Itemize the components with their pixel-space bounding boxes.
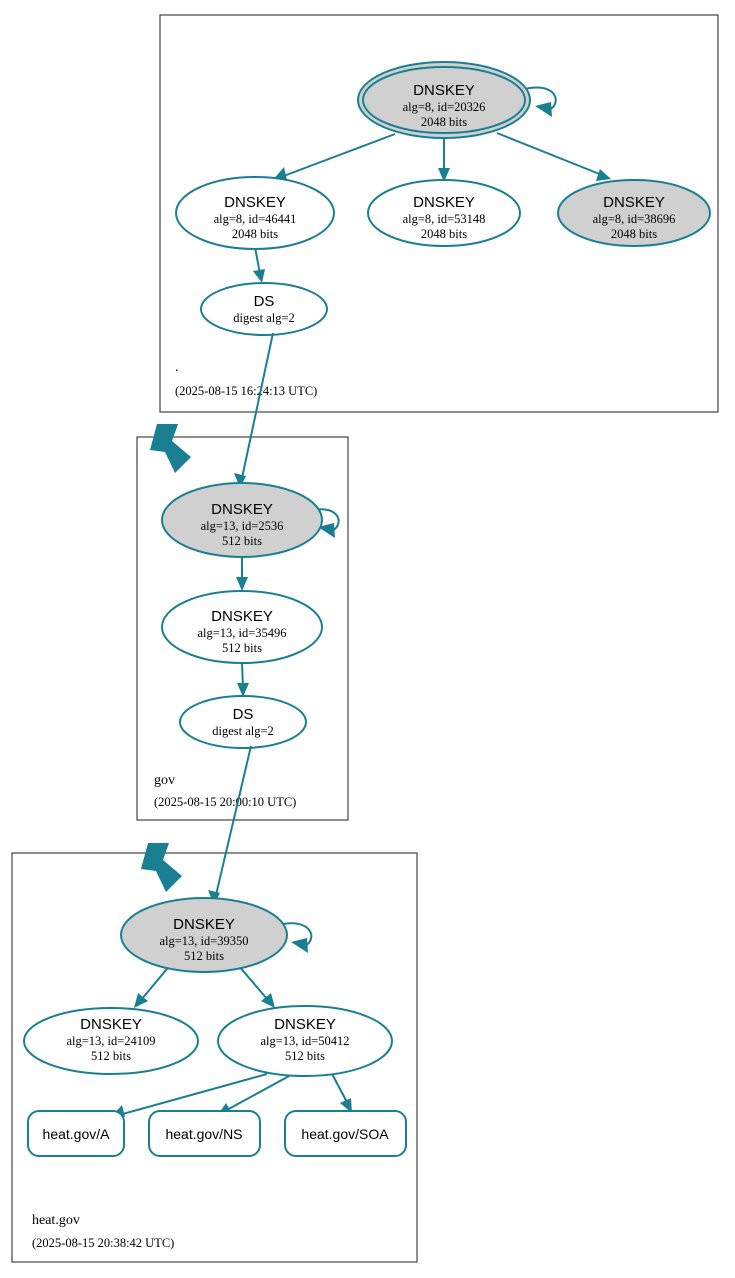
edge-root-ksk-to-38696-arrowhead [596, 169, 611, 181]
rrset-heat-gov-ns[interactable] [148, 1110, 261, 1157]
edge-root-ksk-to-46441 [280, 133, 396, 178]
node-gov-ksk-2536-line2: alg=13, id=2536 [201, 519, 284, 533]
edge-root-ksk-to-53148-arrowhead [438, 168, 450, 182]
zone-delegation-arrow-gov-to-heat-gov [141, 843, 182, 892]
node-root-ds-gov-line2: digest alg=2 [233, 311, 295, 325]
node-root-dnskey-38696-line2: alg=8, id=38696 [593, 212, 676, 226]
node-root-dnskey-53148[interactable] [367, 179, 521, 247]
zone-delegation-arrow-root-to-gov [150, 424, 191, 473]
edge-root-ds-to-gov-ksk [241, 332, 274, 479]
rrset-heat-gov-soa[interactable] [284, 1110, 407, 1157]
edge-heat-50412-to-rrset-soa [330, 1071, 349, 1105]
node-root-ksk-20326[interactable] [357, 61, 531, 139]
edge-heat-50412-to-rrset-a [118, 1073, 268, 1116]
node-heat-dnskey-24109[interactable] [23, 1007, 199, 1075]
edge-self-sign-gov-ksk-arrowhead [318, 523, 335, 538]
node-root-dnskey-46441-line3: 2048 bits [232, 227, 278, 241]
node-root-dnskey-46441-title: DNSKEY [224, 194, 286, 211]
node-gov-ds-heat[interactable] [179, 695, 307, 749]
node-root-ksk-20326-line3: 2048 bits [421, 115, 467, 129]
edge-self-sign-heat-ksk-arrowhead [291, 938, 308, 953]
edge-heat-50412-to-rrset-ns [224, 1074, 292, 1112]
zone-timestamp-heat-gov: (2025-08-15 20:38:42 UTC) [32, 1236, 174, 1250]
edge-heat-ksk-to-24109 [140, 963, 172, 1001]
rrset-heat-gov-a-label: heat.gov/A [43, 1126, 111, 1142]
edge-self-sign-root-ksk-arrowhead [535, 102, 552, 117]
node-root-dnskey-53148-line2: alg=8, id=53148 [403, 212, 486, 226]
node-heat-ksk-39350-line2: alg=13, id=39350 [159, 934, 248, 948]
node-heat-dnskey-50412[interactable] [217, 1005, 393, 1077]
zone-timestamp-root: (2025-08-15 16:24:13 UTC) [175, 384, 317, 398]
node-heat-dnskey-24109-title: DNSKEY [80, 1016, 142, 1033]
node-heat-ksk-39350-title: DNSKEY [173, 916, 235, 933]
zone-label-heat-gov: heat.gov [32, 1213, 80, 1228]
node-gov-ds-heat-title: DS [233, 706, 254, 723]
node-gov-ds-heat-line2: digest alg=2 [212, 724, 274, 738]
node-heat-ksk-39350-line3: 512 bits [184, 949, 224, 963]
edge-root-ds-to-gov-ksk-arrowhead [234, 473, 246, 488]
node-heat-dnskey-50412-line2: alg=13, id=50412 [260, 1034, 349, 1048]
edge-root-46441-to-ds-arrowhead [253, 269, 265, 283]
edge-gov-35496-to-ds-arrowhead [237, 683, 249, 697]
node-heat-dnskey-24109-line3: 512 bits [91, 1049, 131, 1063]
node-gov-ksk-2536[interactable] [161, 482, 323, 558]
zone-timestamp-gov: (2025-08-15 20:00:10 UTC) [154, 795, 296, 809]
zone-label-root: . [175, 360, 179, 375]
edge-gov-ds-to-heat-ksk [215, 745, 252, 896]
node-root-ksk-20326-title: DNSKEY [413, 82, 475, 99]
node-gov-dnskey-35496-title: DNSKEY [211, 608, 273, 625]
zone-cluster-root [159, 14, 719, 413]
node-root-ksk-20326-line2: alg=8, id=20326 [403, 100, 486, 114]
edge-heat-ksk-to-24109-arrowhead [134, 993, 148, 1008]
node-root-dnskey-46441[interactable] [175, 176, 335, 250]
node-gov-dnskey-35496-line3: 512 bits [222, 641, 262, 655]
zone-cluster-heat-gov [11, 852, 418, 1263]
zone-label-gov: gov [154, 773, 175, 788]
node-heat-dnskey-24109-line2: alg=13, id=24109 [66, 1034, 155, 1048]
edge-root-46441-to-ds [254, 246, 261, 275]
node-heat-dnskey-50412-title: DNSKEY [274, 1016, 336, 1033]
rrset-heat-gov-a[interactable] [27, 1110, 125, 1157]
node-gov-dnskey-35496-line2: alg=13, id=35496 [197, 626, 286, 640]
node-root-dnskey-38696[interactable] [557, 179, 711, 247]
node-root-ds-gov[interactable] [200, 282, 328, 336]
node-heat-ksk-39350[interactable] [120, 897, 288, 973]
node-root-dnskey-46441-line2: alg=8, id=46441 [214, 212, 297, 226]
node-root-dnskey-38696-title: DNSKEY [603, 194, 665, 211]
edge-self-sign-heat-ksk [277, 922, 313, 947]
edge-heat-ksk-to-50412-arrowhead [261, 993, 275, 1008]
node-root-dnskey-53148-title: DNSKEY [413, 194, 475, 211]
node-root-dnskey-38696-line3: 2048 bits [611, 227, 657, 241]
node-gov-ksk-2536-line3: 512 bits [222, 534, 262, 548]
node-heat-dnskey-50412-line3: 512 bits [285, 1049, 325, 1063]
node-root-ds-gov-title: DS [254, 293, 275, 310]
edge-root-ksk-to-38696 [496, 132, 603, 176]
node-gov-ksk-2536-title: DNSKEY [211, 501, 273, 518]
node-root-dnskey-53148-line3: 2048 bits [421, 227, 467, 241]
edge-gov-ksk-to-35496-arrowhead [236, 577, 248, 591]
edge-heat-50412-to-rrset-soa-arrowhead [340, 1098, 352, 1113]
rrset-heat-gov-ns-label: heat.gov/NS [165, 1126, 242, 1142]
edge-heat-ksk-to-50412 [237, 964, 269, 1001]
rrset-heat-gov-soa-label: heat.gov/SOA [301, 1126, 389, 1142]
zone-cluster-gov [136, 436, 349, 821]
node-root-ksk-20326-inner-ring [362, 66, 526, 134]
edge-self-sign-root-ksk [520, 86, 557, 111]
node-gov-dnskey-35496[interactable] [161, 590, 323, 664]
